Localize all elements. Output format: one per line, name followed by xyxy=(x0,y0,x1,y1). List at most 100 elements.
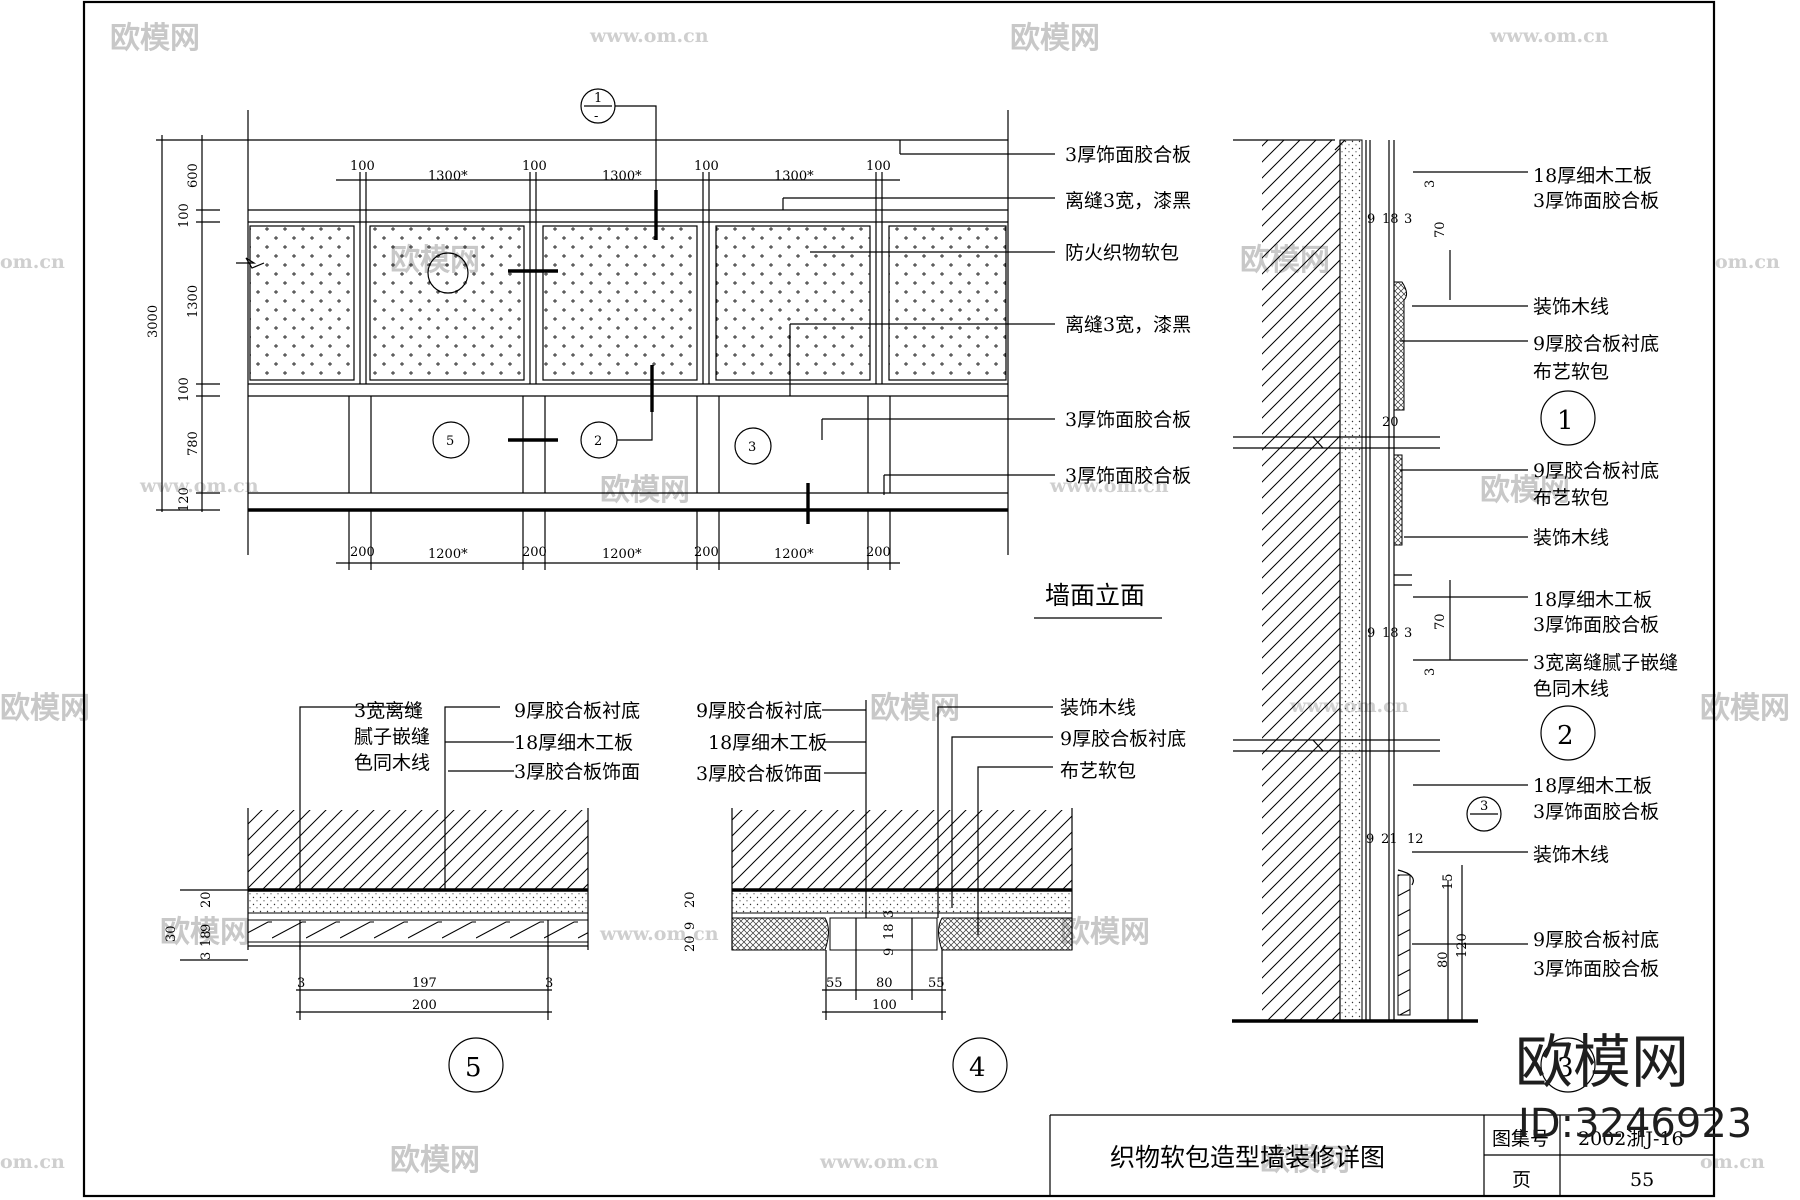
svg-text:布艺软包: 布艺软包 xyxy=(1533,361,1609,383)
svg-text:3: 3 xyxy=(882,910,897,918)
label-fire-fabric: 防火织物软包 xyxy=(1065,242,1179,264)
svg-text:70: 70 xyxy=(1433,221,1448,238)
elevation-title: 墙面立面 xyxy=(1045,581,1145,610)
watermark-brand: 欧模网 xyxy=(0,691,90,726)
watermark-url: www.om.cn xyxy=(1489,25,1609,47)
brand-logo-text: 欧模网 xyxy=(1515,1028,1689,1096)
svg-text:腻子嵌缝: 腻子嵌缝 xyxy=(354,726,430,748)
svg-text:18厚细木工板: 18厚细木工板 xyxy=(708,732,827,754)
section-dims: 9 18 3 70 3 20 9 18 3 70 3 9 21 12 15 12… xyxy=(1366,180,1470,1021)
top-dimension-chain: 100 1300* 100 1300* 100 1300* 100 xyxy=(336,159,900,222)
callout-3: 3 xyxy=(734,427,772,465)
watermark-url-short: om.cn xyxy=(0,1151,65,1173)
svg-text:1: 1 xyxy=(594,91,602,106)
svg-text:1300*: 1300* xyxy=(428,169,468,184)
svg-text:装饰木线: 装饰木线 xyxy=(1533,844,1609,866)
svg-text:780: 780 xyxy=(186,431,201,456)
watermark-url: www.om.cn xyxy=(599,923,719,945)
svg-text:18厚细木工板: 18厚细木工板 xyxy=(1533,775,1652,797)
svg-text:2: 2 xyxy=(1557,721,1574,751)
svg-text:3厚胶合板饰面: 3厚胶合板饰面 xyxy=(514,761,640,783)
svg-text:9: 9 xyxy=(1367,212,1375,227)
svg-text:3宽离缝腻子嵌缝: 3宽离缝腻子嵌缝 xyxy=(1533,652,1678,674)
watermark-url-short: om.cn xyxy=(1700,1151,1765,1173)
section-marker-2 xyxy=(1540,705,1596,761)
svg-text:1200*: 1200* xyxy=(774,547,814,562)
svg-text:3: 3 xyxy=(748,440,756,455)
svg-text:3: 3 xyxy=(1423,668,1438,676)
watermark-brand: 欧模网 xyxy=(1060,915,1150,950)
svg-text:100: 100 xyxy=(350,159,375,174)
svg-text:3宽离缝: 3宽离缝 xyxy=(354,700,423,722)
model-id: ID:3246923 xyxy=(1518,1101,1752,1147)
page-label: 页 xyxy=(1512,1169,1531,1191)
watermark-brand: 欧模网 xyxy=(160,915,250,950)
svg-text:9厚胶合板衬底: 9厚胶合板衬底 xyxy=(696,700,822,722)
svg-text:9: 9 xyxy=(1367,626,1375,641)
svg-text:3: 3 xyxy=(545,976,553,991)
fabric-panel xyxy=(715,225,871,381)
svg-text:197: 197 xyxy=(412,976,437,991)
svg-text:600: 600 xyxy=(186,163,201,188)
svg-text:9: 9 xyxy=(1366,832,1374,847)
watermark-brand: 欧模网 xyxy=(390,1143,480,1178)
section-labels-3: 18厚细木工板 3厚饰面胶合板 装饰木线 9厚胶合板衬底 3厚饰面胶合板 3 3 xyxy=(1412,775,1659,1093)
watermark-brand: 欧模网 xyxy=(110,21,200,56)
elevation-labels: 3厚饰面胶合板 离缝3宽，漆黑 防火织物软包 离缝3宽，漆黑 3厚饰面胶合板 3… xyxy=(782,140,1191,495)
watermark-url-short: om.cn xyxy=(0,251,65,273)
section-labels-1: 18厚细木工板 3厚饰面胶合板 装饰木线 9厚胶合板衬底 布艺软包 1 xyxy=(1400,165,1659,446)
svg-text:18厚细木工板: 18厚细木工板 xyxy=(514,732,633,754)
svg-text:3000: 3000 xyxy=(146,305,161,338)
fabric-panels xyxy=(249,225,1007,381)
svg-text:9: 9 xyxy=(683,922,698,930)
svg-text:装饰木线: 装饰木线 xyxy=(1533,296,1609,318)
svg-text:-: - xyxy=(594,109,598,124)
svg-text:布艺软包: 布艺软包 xyxy=(1060,760,1136,782)
svg-text:100: 100 xyxy=(522,159,547,174)
svg-text:3厚饰面胶合板: 3厚饰面胶合板 xyxy=(1533,958,1659,980)
svg-text:1300: 1300 xyxy=(186,285,201,318)
svg-text:55: 55 xyxy=(826,976,843,991)
svg-text:18: 18 xyxy=(1382,212,1399,227)
svg-text:9厚胶合板衬底: 9厚胶合板衬底 xyxy=(514,700,640,722)
svg-text:1200*: 1200* xyxy=(428,547,468,562)
svg-text:12: 12 xyxy=(1407,832,1424,847)
label-gap-black: 离缝3宽，漆黑 xyxy=(1065,190,1191,212)
svg-text:100: 100 xyxy=(866,159,891,174)
svg-text:4: 4 xyxy=(969,1053,986,1083)
svg-text:3: 3 xyxy=(1404,212,1412,227)
svg-text:18厚细木工板: 18厚细木工板 xyxy=(1533,165,1652,187)
callout-4-ghost xyxy=(427,252,469,294)
page-number: 55 xyxy=(1630,1169,1654,1191)
label-finish-plywood: 3厚饰面胶合板 xyxy=(1065,465,1191,487)
label-gap-black: 离缝3宽，漆黑 xyxy=(1065,314,1191,336)
svg-text:200: 200 xyxy=(522,545,547,560)
bottom-dimension-chain: 200 1200* 200 1200* 200 1200* 200 xyxy=(336,510,900,570)
svg-text:70: 70 xyxy=(1433,613,1448,630)
left-dimension-chain: 3000 600 100 1300 100 780 120 xyxy=(146,135,248,512)
svg-text:21: 21 xyxy=(1381,832,1398,847)
label-finish-plywood: 3厚饰面胶合板 xyxy=(1065,409,1191,431)
svg-text:5: 5 xyxy=(465,1053,482,1083)
svg-text:80: 80 xyxy=(1436,951,1451,968)
detail-4-plan: 9厚胶合板衬底 18厚细木工板 3厚胶合板饰面 装饰木线 9厚胶合板衬底 布艺软… xyxy=(683,697,1186,1093)
detail-marker-5 xyxy=(448,1037,504,1093)
svg-text:100: 100 xyxy=(872,998,897,1013)
watermark-url: www.om.cn xyxy=(1049,475,1169,497)
svg-text:20: 20 xyxy=(199,891,214,908)
svg-text:3厚饰面胶合板: 3厚饰面胶合板 xyxy=(1533,190,1659,212)
svg-text:1200*: 1200* xyxy=(602,547,642,562)
svg-text:3厚饰面胶合板: 3厚饰面胶合板 xyxy=(1533,801,1659,823)
svg-text:9: 9 xyxy=(882,948,897,956)
watermark-brand: 欧模网 xyxy=(1480,473,1570,508)
svg-text:18: 18 xyxy=(882,923,897,940)
fabric-panel xyxy=(542,225,698,381)
svg-text:9厚胶合板衬底: 9厚胶合板衬底 xyxy=(1533,460,1659,482)
svg-text:100: 100 xyxy=(177,377,192,402)
svg-text:1300*: 1300* xyxy=(602,169,642,184)
watermark-brand: 欧模网 xyxy=(870,691,960,726)
svg-text:20: 20 xyxy=(1382,415,1399,430)
atlas-number-value: 2002浙J-16 xyxy=(1578,1128,1684,1150)
detail-5-plan: 3宽离缝 腻子嵌缝 色同木线 9厚胶合板衬底 18厚细木工板 3厚胶合板饰面 2… xyxy=(164,700,640,1093)
